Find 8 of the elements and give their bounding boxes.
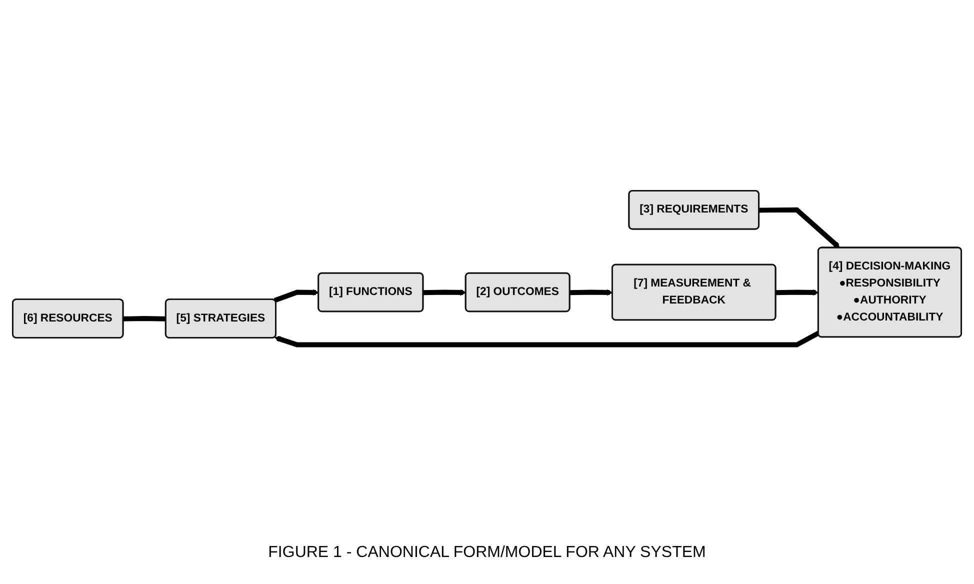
arrow: [759, 208, 840, 248]
arrow: [776, 290, 819, 296]
arrow: [423, 290, 466, 296]
connector: [123, 316, 166, 322]
arrow: [570, 290, 613, 296]
arrow: [274, 331, 820, 348]
arrow: [274, 290, 319, 303]
figure-caption: FIGURE 1 - CANONICAL FORM/MODEL FOR ANY SYSTEM: [268, 544, 706, 562]
